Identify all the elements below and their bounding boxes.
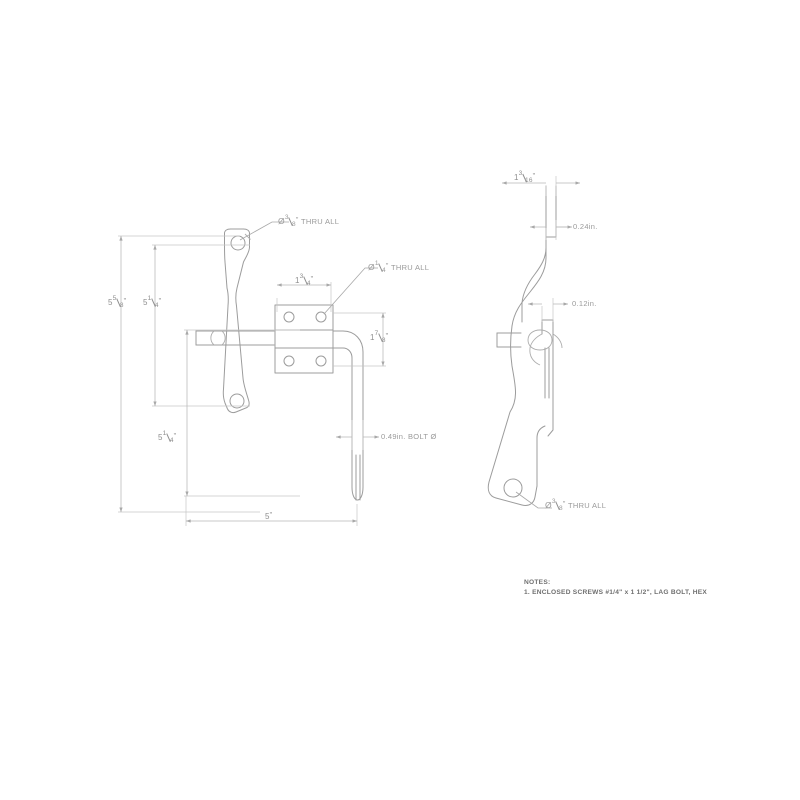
mounting-plate — [274, 304, 334, 374]
handle-bar — [222, 228, 251, 414]
front-view-dimensions — [118, 221, 386, 526]
dim-thickness-upper: 0.24in. — [573, 222, 598, 231]
annotation-bolt-diameter: 0.49in. BOLT Ø — [381, 432, 437, 441]
slide-rod — [195, 330, 275, 346]
notes-heading: NOTES: — [524, 579, 551, 586]
dim-overall-width: 5" — [265, 512, 273, 521]
dim-thickness-lower: 0.12in. — [572, 299, 597, 308]
side-view-geometry — [487, 185, 563, 506]
front-view-geometry — [195, 228, 364, 501]
notes-block: NOTES: 1. ENCLOSED SCREWS #1/4" x 1 1/2"… — [524, 578, 707, 598]
notes-item: 1. ENCLOSED SCREWS #1/4" x 1 1/2", LAG B… — [524, 589, 708, 597]
latch-bolt — [332, 330, 364, 501]
side-view-dimensions — [501, 176, 581, 509]
